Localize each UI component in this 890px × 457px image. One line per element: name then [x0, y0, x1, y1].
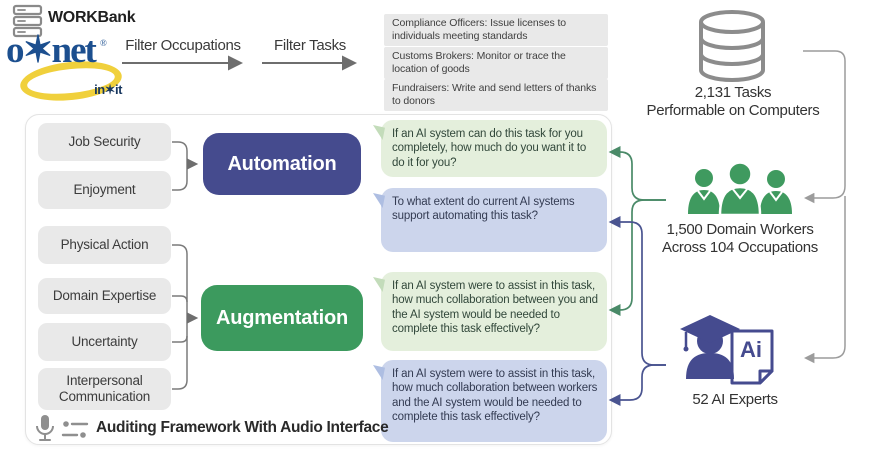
question-augmentation-worker: If an AI system were to assist in this t… [381, 272, 607, 351]
attribute-interpersonal-communication: Interpersonal Communication [38, 368, 171, 410]
panel-caption: Auditing Framework With Audio Interface [96, 419, 389, 436]
question-automation-desire: If an AI system can do this task for you… [381, 120, 607, 177]
database-icon [699, 10, 765, 82]
ai-experts-icon: Ai [680, 315, 774, 385]
tasks-count-label: 2,131 Tasks Performable on Computers [627, 84, 839, 121]
task-example-fundraisers: Fundraisers: Write and send letters of t… [384, 79, 608, 111]
tasks-count-line2: Performable on Computers [646, 102, 820, 120]
automation-node: Automation [203, 133, 361, 195]
domain-workers-label: 1,500 Domain Workers Across 104 Occupati… [628, 221, 852, 258]
task-example-customs: Customs Brokers: Monitor or trace the lo… [384, 47, 608, 79]
onet-wordmark: o✶net [6, 30, 97, 71]
domain-workers-icon [688, 161, 792, 217]
onet-registered-mark: ® [100, 38, 107, 48]
augmentation-node: Augmentation [201, 285, 363, 351]
filter-occupations-label: Filter Occupations [125, 37, 241, 54]
attribute-job-security: Job Security [38, 123, 171, 161]
attribute-uncertainty: Uncertainty [38, 323, 171, 361]
domain-workers-line1: 1,500 Domain Workers [666, 221, 814, 238]
microphone-icon [36, 415, 54, 441]
filter-tasks-label: Filter Tasks [274, 37, 346, 54]
server-stack-icon [12, 4, 43, 38]
sliders-icon [61, 421, 89, 438]
task-example-compliance: Compliance Officers: Issue licenses to i… [384, 14, 608, 46]
workbank-title: WORKBank [48, 9, 136, 26]
question-augmentation-expert: If an AI system were to assist in this t… [381, 360, 607, 442]
ai-doc-text: Ai [740, 337, 762, 362]
attribute-physical-action: Physical Action [38, 226, 171, 264]
question-automation-capability: To what extent do current AI systems sup… [381, 188, 607, 252]
attribute-enjoyment: Enjoyment [38, 171, 171, 209]
ai-experts-label: 52 AI Experts [692, 391, 778, 408]
tasks-count-line1: 2,131 Tasks [694, 84, 772, 101]
attribute-domain-expertise: Domain Expertise [38, 278, 171, 314]
domain-workers-line2: Across 104 Occupations [662, 239, 818, 257]
onet-init-badge: in✶it [94, 82, 122, 97]
onet-logo: o✶net ® in✶it [6, 30, 124, 106]
